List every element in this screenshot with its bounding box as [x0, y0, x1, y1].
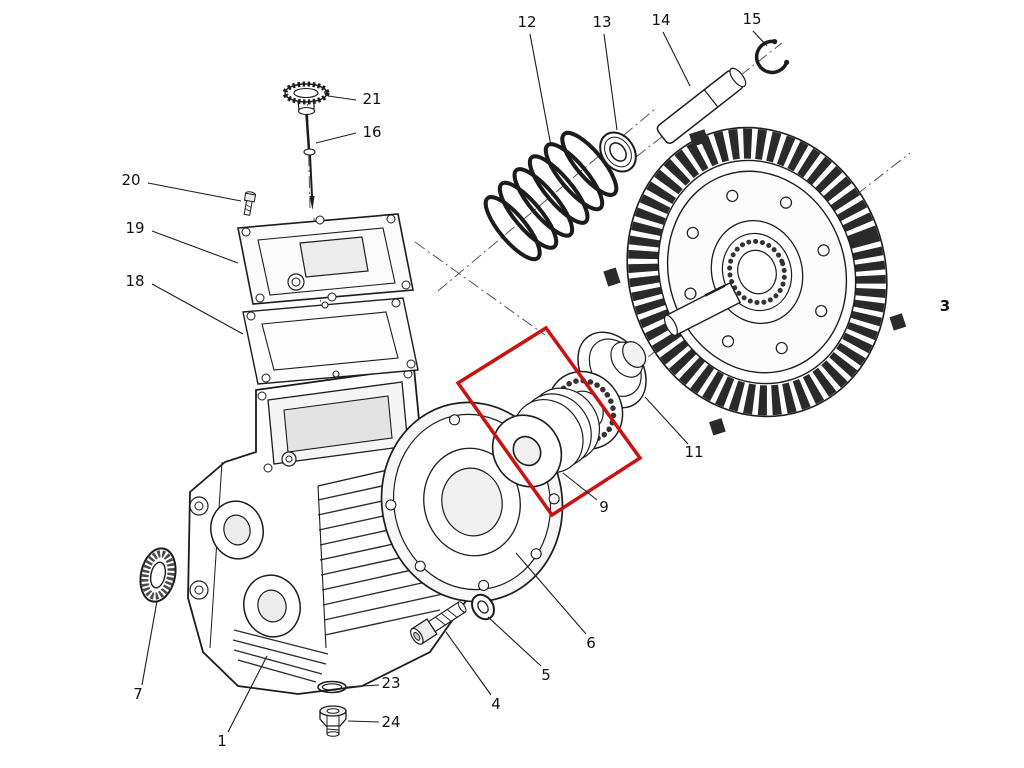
part-spring — [483, 130, 619, 262]
part-washer-13 — [599, 131, 637, 173]
part-label-11: 11 — [684, 443, 704, 461]
part-label-15: 15 — [742, 10, 762, 28]
part-label-4: 4 — [491, 695, 501, 713]
flywheel-shaft — [663, 281, 742, 337]
part-gasket — [242, 297, 419, 385]
part-cover-plate — [237, 213, 414, 305]
leader-lines — [141, 30, 768, 733]
part-label-14: 14 — [651, 11, 671, 29]
part-label-18: 18 — [125, 272, 145, 290]
part-label-24: 24 — [381, 713, 401, 731]
part-label-20: 20 — [121, 171, 141, 189]
part-label-6: 6 — [586, 634, 596, 652]
part-label-7: 7 — [133, 685, 143, 703]
part-flywheel — [603, 126, 907, 436]
part-label-23: 23 — [381, 674, 401, 692]
part-washer-5 — [471, 593, 495, 621]
part-label-21: 21 — [362, 90, 382, 108]
part-label-16: 16 — [362, 123, 382, 141]
part-label-13: 13 — [592, 13, 612, 31]
part-label-1: 1 — [217, 732, 227, 750]
highlight-box — [455, 325, 643, 518]
part-pin — [656, 67, 747, 144]
part-bolt-4 — [410, 601, 467, 645]
base-fins — [232, 629, 329, 683]
part-label-12: 12 — [517, 13, 537, 31]
part-o-ring — [317, 680, 347, 694]
part-oil-seal — [139, 547, 177, 603]
part-circlip — [754, 39, 790, 75]
part-piston-assembly — [491, 370, 624, 488]
part-oil-cap-dipstick — [282, 81, 330, 210]
part-screw-20 — [243, 191, 257, 216]
part-label-3: 3 — [939, 297, 951, 315]
part-label-19: 19 — [125, 219, 145, 237]
part-label-9: 9 — [599, 498, 609, 516]
part-label-5: 5 — [541, 666, 551, 684]
part-drain-plug — [319, 705, 347, 737]
